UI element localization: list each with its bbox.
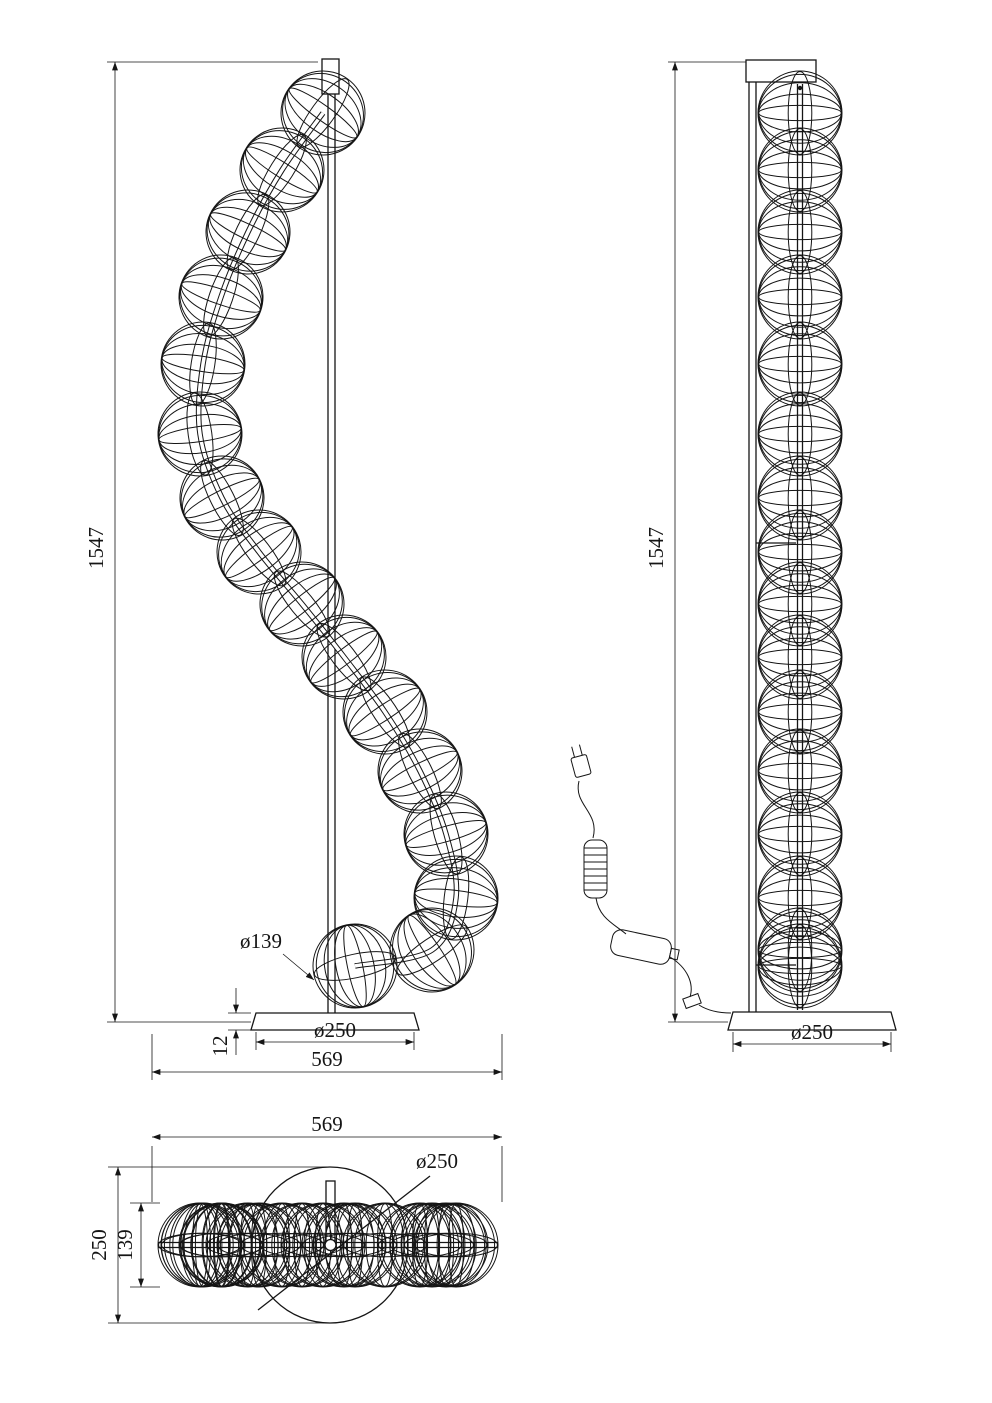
cage-sphere [757, 254, 843, 340]
front-height-dim-label: 1547 [84, 527, 108, 569]
cage-sphere [280, 70, 366, 156]
cage-sphere [389, 1202, 475, 1288]
cage-sphere [757, 321, 843, 407]
cage-sphere [239, 1202, 325, 1288]
cage-sphere [757, 455, 843, 541]
side-cap-pin [797, 85, 803, 91]
front-spheredia-label: ø139 [240, 929, 282, 953]
front-spheredia-leader [282, 953, 315, 981]
cage-sphere [216, 1202, 302, 1288]
side-dimensions: 1547 ø250 [644, 61, 892, 1052]
cage-sphere [757, 561, 843, 647]
cage-sphere [757, 907, 843, 993]
top-band-dim-label: 139 [113, 1229, 137, 1261]
cord-middle [595, 897, 627, 935]
cord-connector [682, 992, 702, 1010]
cord-to-base [698, 1004, 732, 1014]
cage-sphere [757, 791, 843, 877]
cage-sphere [757, 391, 843, 477]
cage-sphere [160, 321, 246, 407]
side-view: 1547 ø250 [570, 59, 897, 1052]
top-width-dim-label: 569 [311, 1112, 343, 1136]
cage-sphere [216, 509, 302, 595]
front-structure [250, 58, 420, 1031]
cage-sphere [280, 1202, 366, 1288]
side-top-cap [745, 59, 817, 83]
cage-sphere [757, 189, 843, 275]
front-width-dim-label: 569 [311, 1047, 343, 1071]
cage-sphere [757, 728, 843, 814]
cage-sphere [178, 254, 264, 340]
side-base-plate [727, 1011, 897, 1031]
front-sphere-chain [157, 70, 499, 1009]
front-basedia-dim-label: ø250 [314, 1018, 356, 1042]
top-view: 569 ø250 250 139 [87, 1112, 503, 1324]
cage-sphere [757, 509, 843, 595]
front-top-cap [321, 58, 340, 95]
front-base-plate [250, 1012, 420, 1031]
power-plug [570, 744, 592, 778]
cage-sphere [757, 855, 843, 941]
cage-sphere [205, 189, 291, 275]
cage-sphere [389, 907, 475, 993]
top-sphere-band [157, 1202, 499, 1288]
front-dimensions: 1547 569 ø250 12 ø139 [84, 61, 503, 1080]
side-height-dim-label: 1547 [644, 527, 668, 569]
top-basedia-label: ø250 [416, 1149, 458, 1173]
cage-sphere [403, 1202, 489, 1288]
top-pole-center [324, 1238, 337, 1252]
led-driver-box [610, 929, 680, 965]
cage-sphere [259, 561, 345, 647]
power-cord-assembly [570, 744, 732, 1014]
front-thickness-dim-label: 12 [208, 1036, 232, 1057]
cage-sphere [757, 614, 843, 700]
side-sphere-stack [757, 70, 843, 1009]
cage-sphere [757, 127, 843, 213]
cage-sphere [757, 669, 843, 755]
cage-sphere [413, 855, 499, 941]
cage-sphere [179, 455, 265, 541]
cord-upper [577, 780, 595, 839]
top-depth-dim-label: 250 [87, 1229, 111, 1261]
cage-sphere [413, 1202, 499, 1288]
cord-lower [669, 956, 692, 998]
front-view: 1547 569 ø250 12 ø139 [84, 58, 503, 1080]
top-dimensions: 569 ø250 250 139 [87, 1112, 503, 1324]
cage-sphere [259, 1202, 345, 1288]
cage-sphere [239, 127, 325, 213]
cage-sphere [757, 923, 843, 1009]
side-basedia-dim-label: ø250 [791, 1020, 833, 1044]
cord-coil [583, 839, 608, 899]
